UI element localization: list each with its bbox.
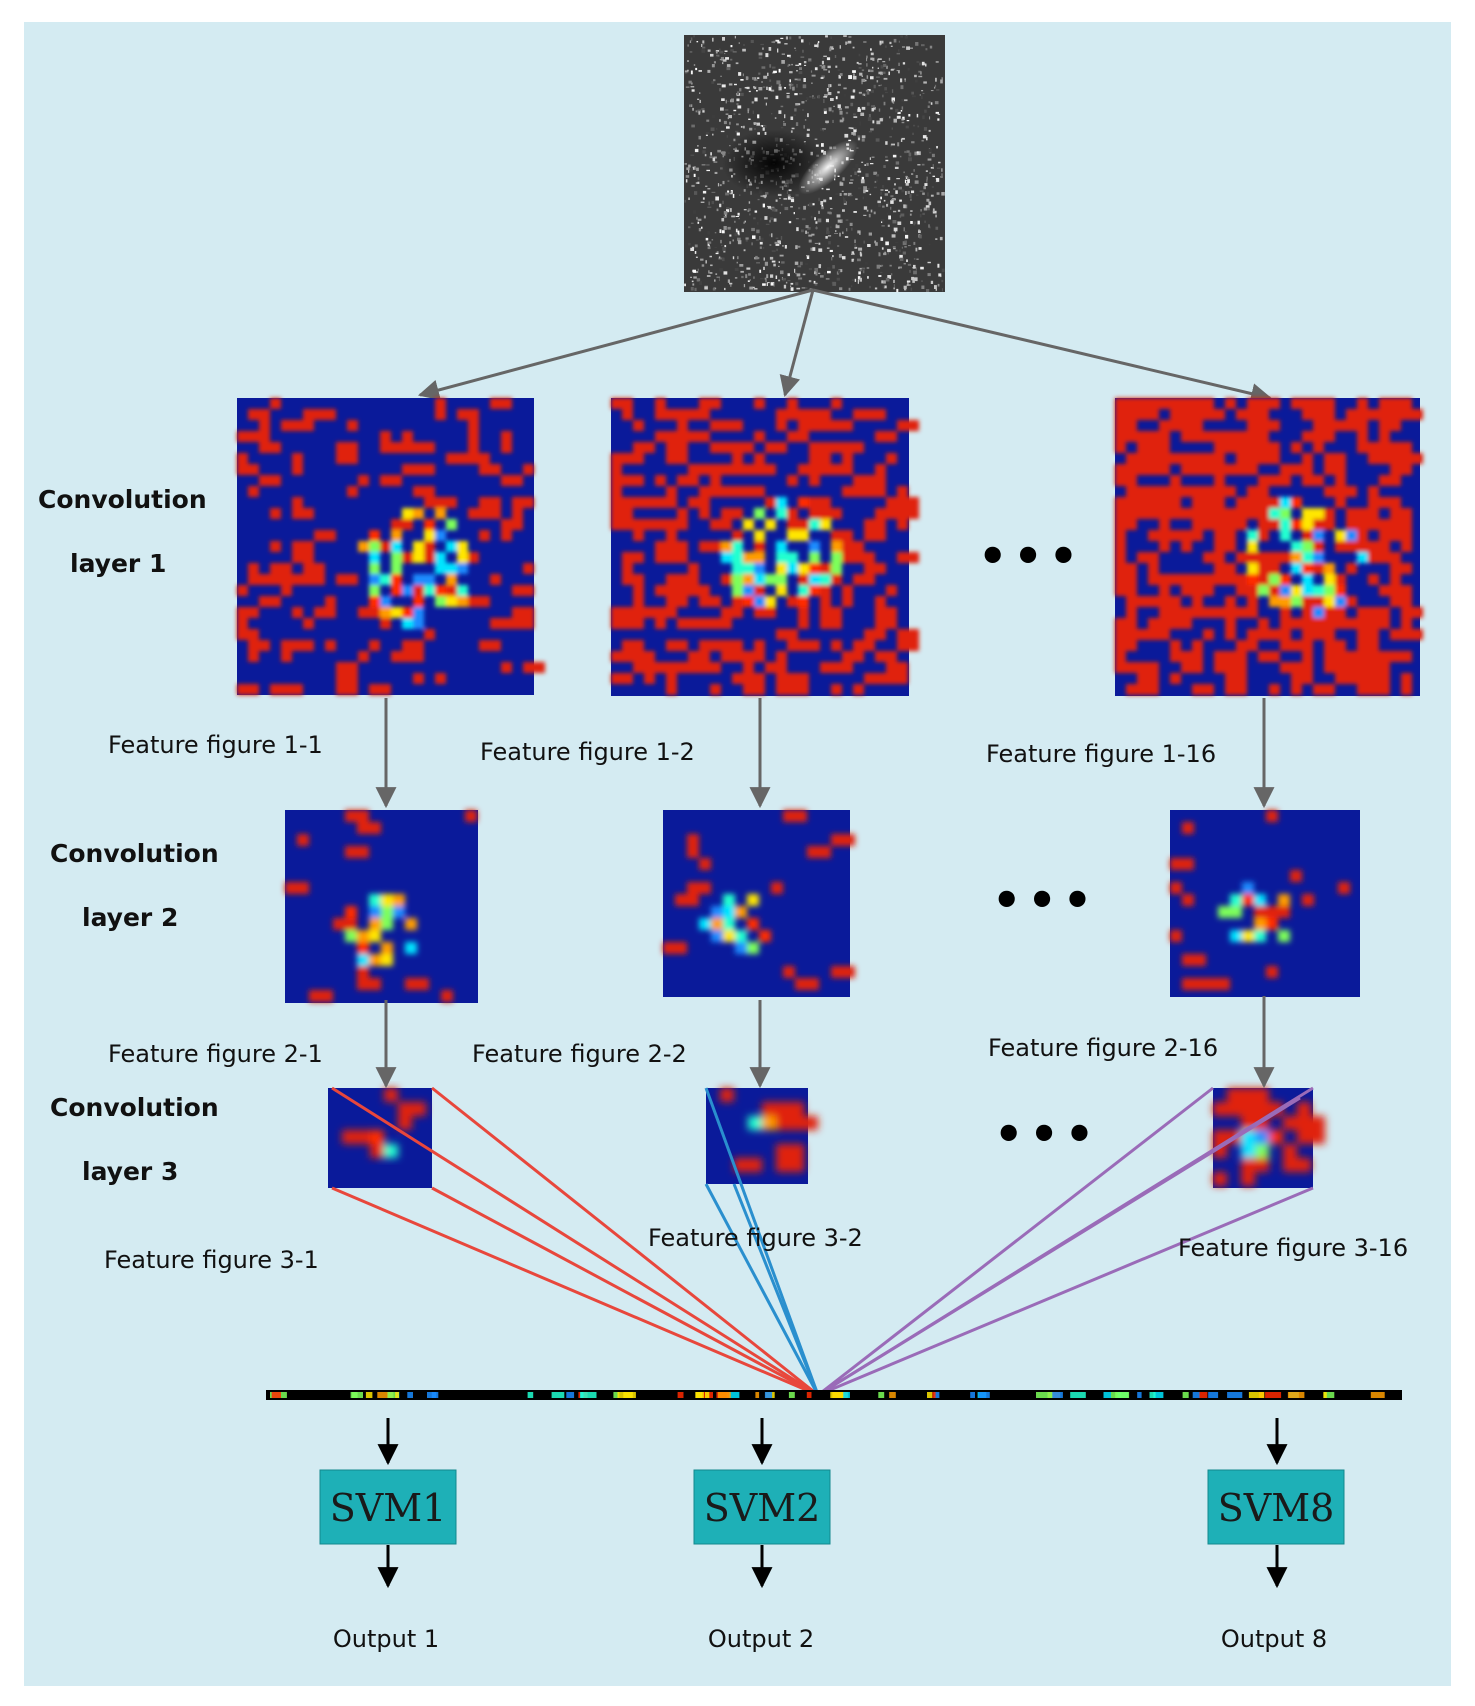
feature-label-2-16: Feature figure 2-16 bbox=[988, 1034, 1218, 1062]
feature-map-1-2 bbox=[611, 398, 919, 696]
layer3-label-line2: layer 3 bbox=[82, 1157, 178, 1186]
svm-box-1: SVM1 bbox=[319, 1469, 457, 1545]
svm-label: SVM8 bbox=[1218, 1486, 1335, 1530]
layer2-label-line2: layer 2 bbox=[82, 903, 178, 932]
svm-box-2: SVM2 bbox=[693, 1469, 831, 1545]
svm-label: SVM2 bbox=[704, 1486, 821, 1530]
layer1-label-line1: Convolution bbox=[38, 485, 207, 514]
feature-label-3-16: Feature figure 3-16 bbox=[1178, 1234, 1408, 1262]
layer1-label-line2: layer 1 bbox=[70, 549, 166, 578]
layer2-label-line1: Convolution bbox=[50, 839, 219, 868]
output-label-1: Output 1 bbox=[333, 1625, 439, 1653]
feature-map-2-1 bbox=[285, 810, 478, 1003]
feature-label-1-1: Feature figure 1-1 bbox=[108, 731, 323, 759]
input-arrows bbox=[417, 288, 1273, 404]
feature-label-2-2: Feature figure 2-2 bbox=[472, 1040, 687, 1068]
feature-map-1-1 bbox=[237, 398, 545, 695]
svm-box-8: SVM8 bbox=[1207, 1469, 1345, 1545]
layer3-label-line1: Convolution bbox=[50, 1093, 219, 1122]
feature-vector-bar bbox=[266, 1390, 1402, 1400]
output-label-8: Output 8 bbox=[1221, 1625, 1327, 1653]
feature-label-2-1: Feature figure 2-1 bbox=[108, 1040, 323, 1068]
feature-map-2-16 bbox=[1170, 810, 1360, 997]
feature-map-2-2 bbox=[663, 810, 855, 997]
feature-label-3-1: Feature figure 3-1 bbox=[104, 1246, 319, 1274]
svm-arrows bbox=[377, 1418, 1288, 1589]
flatten-lines bbox=[331, 1086, 1314, 1397]
ellipsis-layer1: ••• bbox=[978, 529, 1084, 583]
feature-label-3-2: Feature figure 3-2 bbox=[648, 1224, 863, 1252]
feature-label-1-2: Feature figure 1-2 bbox=[480, 738, 695, 766]
output-label-2: Output 2 bbox=[708, 1625, 814, 1653]
input-sar-image bbox=[684, 35, 945, 293]
feature-label-1-16: Feature figure 1-16 bbox=[986, 740, 1216, 768]
feature-map-1-16 bbox=[1115, 398, 1423, 696]
ellipsis-layer2: ••• bbox=[992, 873, 1098, 927]
layer-arrows bbox=[375, 698, 1275, 1089]
feature-map-3-1 bbox=[328, 1088, 432, 1188]
feature-maps bbox=[237, 398, 1423, 1188]
svm-label: SVM1 bbox=[330, 1486, 447, 1530]
ellipsis-layer3: ••• bbox=[994, 1107, 1100, 1161]
